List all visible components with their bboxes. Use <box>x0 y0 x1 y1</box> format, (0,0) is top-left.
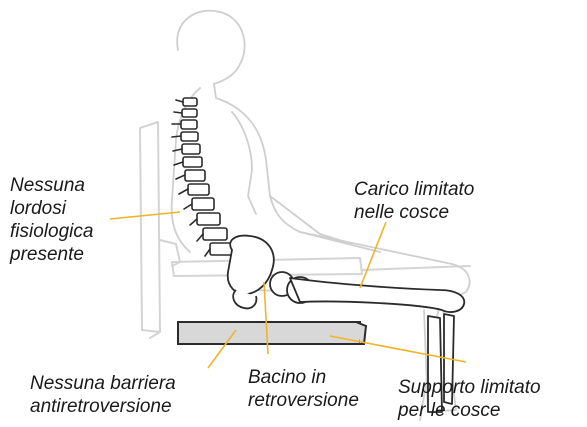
label-no-lordosis-line-3: fisiologica <box>10 220 93 243</box>
spine <box>181 98 234 255</box>
label-thigh-support: Supporto limitato per le cosce <box>398 376 541 422</box>
label-pelvis-retroversion-line-2: retroversione <box>248 389 359 412</box>
label-thigh-support-line-2: per le cosce <box>398 399 541 422</box>
pelvis <box>228 236 274 309</box>
leader-thigh-load <box>360 222 386 288</box>
label-thigh-support-line-1: Supporto limitato <box>398 376 541 399</box>
label-pelvis-retroversion-line-1: Bacino in <box>248 366 359 389</box>
label-thigh-load: Carico limitato nelle cosce <box>354 178 474 224</box>
leader-lordosis <box>110 212 180 219</box>
label-anti-retroversion-line-2: antiretroversione <box>30 395 176 418</box>
label-no-lordosis-line-1: Nessuna <box>10 174 93 197</box>
label-thigh-load-line-2: nelle cosce <box>354 201 474 224</box>
label-anti-retroversion: Nessuna barriera antiretroversione <box>30 372 176 418</box>
label-thigh-load-line-1: Carico limitato <box>354 178 474 201</box>
label-no-lordosis-line-2: lordosi <box>10 197 93 220</box>
label-no-lordosis: Nessuna lordosi fisiologica presente <box>10 174 93 266</box>
label-anti-retroversion-line-1: Nessuna barriera <box>30 372 176 395</box>
seat-cushion <box>178 322 360 344</box>
label-no-lordosis-line-4: presente <box>10 243 93 266</box>
label-pelvis-retroversion: Bacino in retroversione <box>248 366 359 412</box>
